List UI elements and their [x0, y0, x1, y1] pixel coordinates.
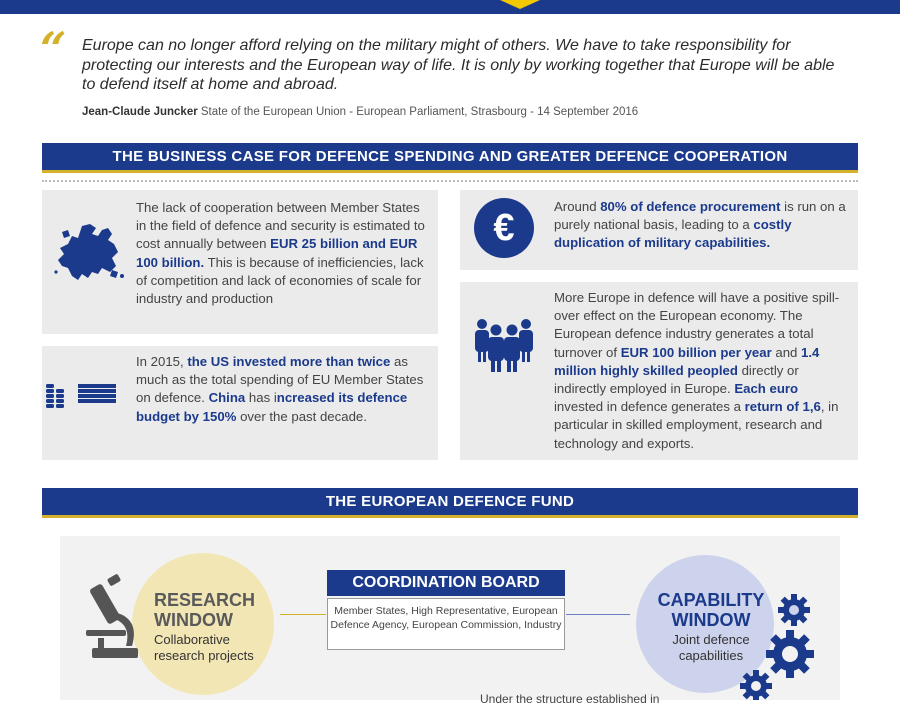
procurement-text: Around 80% of defence procurement is run… [554, 199, 846, 251]
procurement-box: € Around 80% of defence procurement is r… [460, 190, 858, 270]
coordination-board-members: Member States, High Representative, Euro… [327, 598, 565, 650]
connector-line-right [566, 614, 630, 615]
euro-icon: € [474, 198, 534, 258]
connector-line-left [280, 614, 326, 615]
europe-map-icon [54, 224, 124, 280]
cooperation-text: The lack of cooperation between Member S… [136, 200, 425, 307]
quote-source: State of the European Union - European P… [200, 106, 639, 118]
section-title-business-case: THE BUSINESS CASE FOR DEFENCE SPENDING A… [42, 143, 858, 173]
fund-footer-text: Under the structure established in [480, 692, 660, 706]
capability-window-subtitle: Joint defence capabilities [672, 632, 750, 663]
section-title-defence-fund: THE EUROPEAN DEFENCE FUND [42, 488, 858, 518]
people-group-icon [475, 319, 533, 372]
quote-author: Jean-Claude Juncker [82, 106, 198, 118]
banner-star-decoration [500, 0, 540, 9]
gears-icon [740, 594, 814, 700]
divider [42, 180, 858, 182]
microscope-icon [86, 574, 138, 658]
research-window-circle [132, 553, 274, 695]
quote-text: Europe can no longer afford relying on t… [82, 37, 835, 93]
us-spending-box: In 2015, the US invested more than twice… [42, 346, 438, 460]
spillover-box: More Europe in defence will have a posit… [460, 282, 858, 460]
coin-stacks-icon [46, 384, 116, 408]
research-window-subtitle: Collaborative research projects [154, 632, 254, 663]
cooperation-box: The lack of cooperation between Member S… [42, 190, 438, 334]
quote-mark-icon: “ [40, 22, 67, 76]
coordination-board-title: COORDINATION BOARD [327, 570, 565, 596]
us-spending-text: In 2015, the US invested more than twice… [136, 354, 424, 424]
top-banner [0, 0, 900, 14]
spillover-text: More Europe in defence will have a posit… [554, 290, 840, 451]
capability-window-circle [636, 555, 774, 693]
quote-attribution: Jean-Claude Juncker State of the Europea… [82, 106, 638, 118]
